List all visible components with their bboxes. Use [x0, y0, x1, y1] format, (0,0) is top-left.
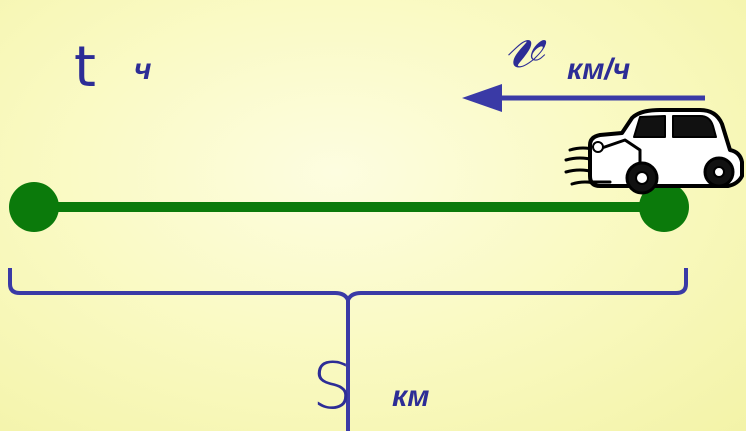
start-point [9, 182, 59, 232]
end-point [639, 182, 689, 232]
speed-unit: км/ч [567, 53, 631, 86]
car-icon [564, 108, 744, 195]
distance-unit: км [392, 380, 430, 413]
speed-symbol: 𝓋 [505, 0, 544, 86]
distance-symbol: S [312, 350, 353, 424]
distance-brace [8, 268, 688, 306]
time-unit: ч [134, 53, 152, 86]
arrow-left-icon [462, 84, 705, 112]
time-symbol: t [74, 35, 96, 100]
